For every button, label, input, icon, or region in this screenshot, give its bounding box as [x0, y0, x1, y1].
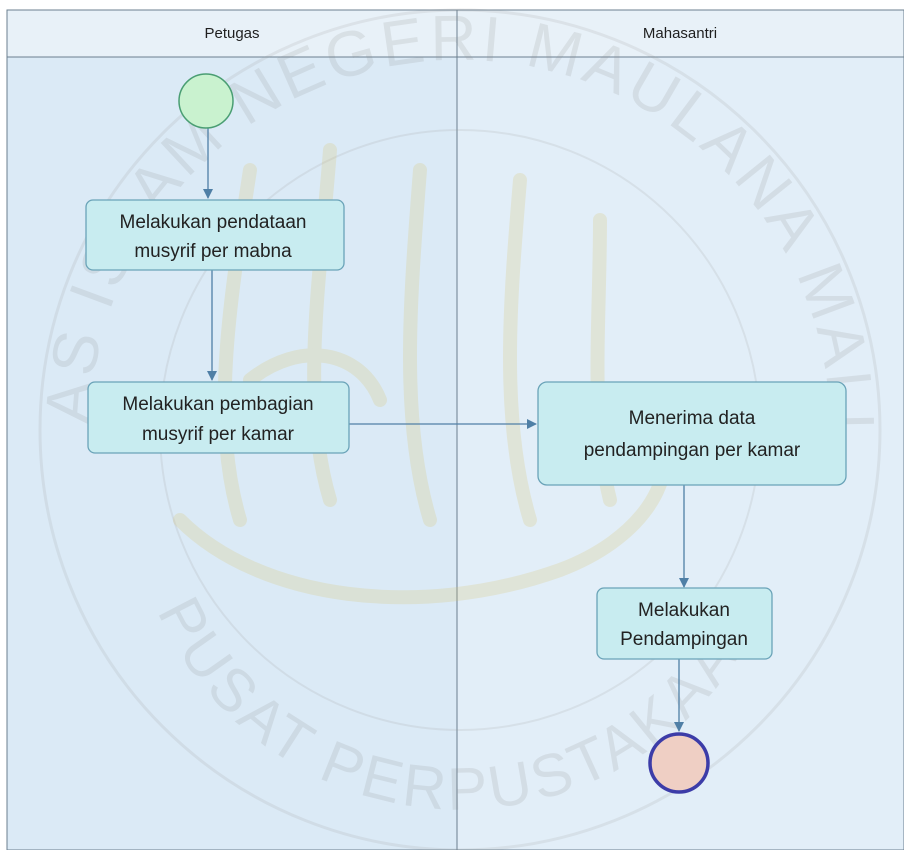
lane-title-petugas: Petugas — [204, 25, 259, 42]
watermark-outer-ring — [38, 8, 882, 850]
action-label-line1: Melakukan pembagian — [122, 394, 313, 415]
action-melakukan-pendampingan: Melakukan Pendampingan — [596, 587, 773, 660]
initial-node — [178, 73, 234, 129]
action-melakukan-pendataan: Melakukan pendataan musyrif per mabna — [85, 199, 345, 271]
action-label-line2: pendampingan per kamar — [584, 440, 801, 461]
action-label-line1: Menerima data — [629, 408, 756, 429]
action-box — [85, 199, 345, 271]
lane-mahasantri-header — [456, 9, 904, 58]
flows — [203, 128, 689, 732]
final-node — [648, 732, 710, 794]
action-melakukan-pembagian: Melakukan pembagian musyrif per kamar — [87, 381, 350, 454]
final-node-outer — [648, 732, 710, 794]
action-label-line1: Melakukan — [638, 600, 730, 621]
action-label-line2: musyrif per kamar — [142, 424, 295, 445]
action-label-line2: musyrif per mabna — [134, 241, 292, 262]
action-box — [87, 381, 350, 454]
action-box — [596, 587, 773, 660]
action-menerima-data: Menerima data pendampingan per kamar — [537, 381, 847, 486]
action-label-line2: Pendampingan — [620, 629, 748, 650]
action-box — [537, 381, 847, 486]
lane-title-mahasantri: Mahasantri — [643, 25, 717, 42]
action-label-line1: Melakukan pendataan — [120, 212, 307, 233]
